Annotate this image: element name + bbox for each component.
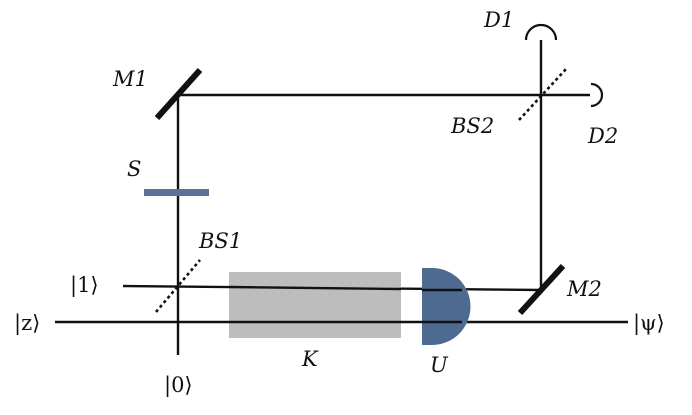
unitary-element [422, 268, 471, 345]
beam-mode-one-overlay [228, 285, 402, 291]
label-ket-z: |z⟩ [14, 311, 40, 336]
mirror-m2 [517, 263, 566, 316]
label-bs2: BS2 [450, 114, 494, 138]
label-bs1: BS1 [198, 229, 242, 253]
label-m2: M2 [566, 277, 602, 301]
label-k: K [301, 347, 319, 371]
label-ket-zero: |0⟩ [164, 373, 193, 398]
label-s: S [127, 157, 141, 181]
detector-d1-icon [524, 23, 558, 41]
label-ket-psi: |ψ⟩ [633, 311, 665, 336]
beamsplitter-bs1 [155, 259, 201, 313]
label-m1: M1 [112, 67, 148, 91]
mirror-m1 [154, 67, 203, 121]
detector-d2-icon [590, 82, 604, 108]
kerr-medium-block [229, 272, 401, 338]
label-ket-one: |1⟩ [70, 273, 99, 298]
label-u: U [430, 353, 449, 377]
label-d2: D2 [587, 124, 618, 148]
label-d1: D1 [483, 8, 514, 32]
sample-plate [144, 189, 209, 196]
